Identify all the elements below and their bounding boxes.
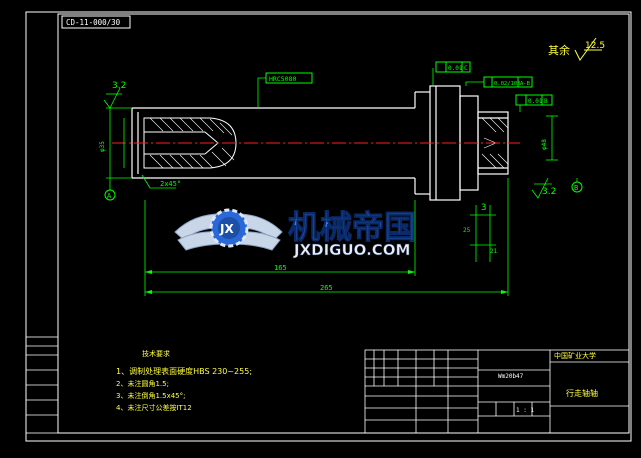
roughness-other-value: 12.5	[585, 41, 605, 51]
left-margin-block	[25, 336, 59, 434]
gdt-runout: 0.02/100 A-B	[483, 76, 533, 88]
tech-req-item-2: 2、未注圆角1.5;	[116, 379, 169, 388]
hardness-box	[265, 72, 313, 84]
gdt-right-flag: 0.01 B	[515, 94, 553, 106]
drawing-number: CD-11-000/30	[66, 18, 121, 27]
tech-req-item-3: 3、未注倒角1.5x45°;	[116, 391, 186, 400]
inner-frame	[57, 13, 630, 434]
dimension-lines	[103, 68, 578, 296]
datum-b: B	[571, 181, 583, 193]
roughness-right: 3.2	[542, 187, 556, 197]
gdt-perpendicularity: 0.01 C	[435, 61, 471, 73]
arrowheads	[145, 270, 508, 294]
hardness-callout: HRC5080	[269, 75, 296, 83]
roughness-other-symbol	[574, 37, 602, 61]
svg-text:JX: JX	[219, 222, 234, 236]
title-school: 中国矿业大学	[554, 351, 596, 360]
title-scale: 1 : 1	[516, 407, 534, 414]
title-material: Wm20b47	[498, 373, 524, 380]
roughness-left: 3.2	[112, 81, 126, 91]
tech-req-title: 技术要求	[142, 349, 170, 358]
svg-text:0.02/100: 0.02/100	[494, 81, 521, 87]
svg-text:0.01: 0.01	[528, 98, 543, 105]
svg-text:A-B: A-B	[520, 81, 531, 87]
watermark-logo: JX 机械帝国 JXDIGUO.COM	[174, 208, 417, 259]
outer-frame	[25, 11, 632, 442]
drawing-number-box	[61, 15, 131, 29]
svg-text:B: B	[544, 98, 548, 105]
dim-chamfer: 2x45°	[160, 180, 181, 188]
watermark-cn: 机械帝国	[288, 208, 416, 246]
dim-len-total: 265	[320, 284, 333, 292]
dim-dia-right: φ48	[541, 139, 548, 150]
datum-a: A	[104, 189, 116, 201]
svg-text:A: A	[107, 192, 112, 200]
dim-3: 3	[481, 203, 486, 213]
left-bore-hatch	[149, 117, 235, 169]
title-block	[364, 349, 630, 434]
svg-text:C: C	[464, 65, 468, 72]
svg-text:0.01: 0.01	[448, 65, 463, 72]
tech-req-item-4: 4、未注尺寸公差按IT12	[116, 403, 192, 412]
dim-25: 25	[463, 227, 471, 234]
watermark-en: JXDIGUO.COM	[293, 241, 410, 259]
roughness-note: 其余	[548, 43, 570, 57]
dim-21: 21	[490, 248, 498, 255]
dim-dia-left: φ35	[99, 141, 106, 152]
title-part-name: 行走轴轴	[566, 388, 598, 398]
tech-req-item-1: 1、调制处理表面硬度HBS 230~255;	[116, 366, 252, 376]
svg-text:B: B	[574, 184, 578, 192]
dim-len-inner: 165	[274, 264, 287, 272]
